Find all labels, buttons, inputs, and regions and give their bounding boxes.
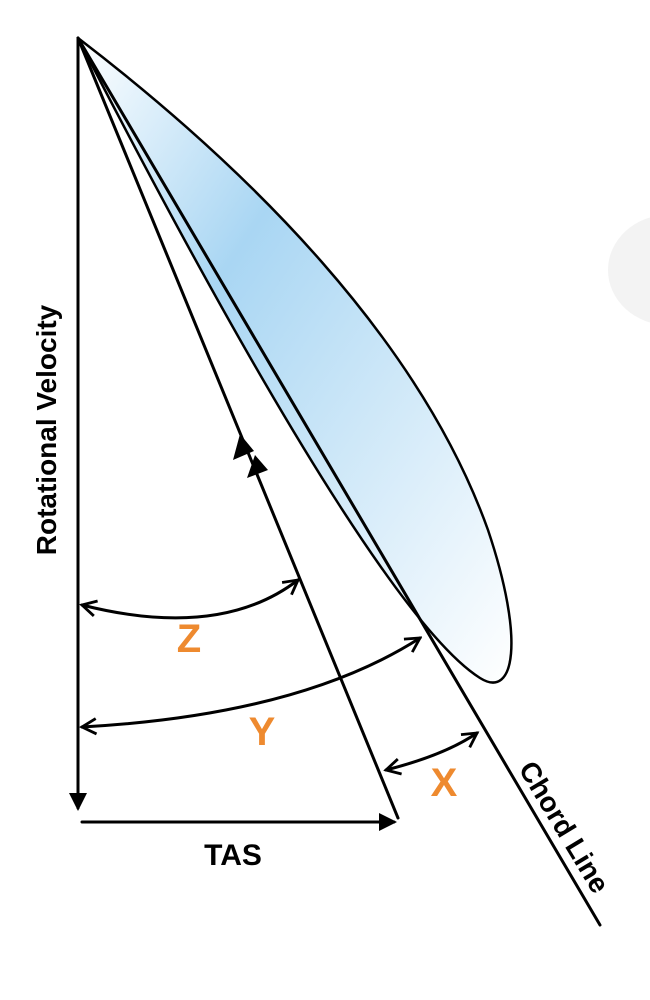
chord-line-label: Chord Line xyxy=(513,756,616,899)
angle-z-label: Z xyxy=(177,617,201,661)
propeller-blade xyxy=(76,37,513,684)
tas-label: TAS xyxy=(204,839,262,872)
relative-airflow-arrowhead-upper xyxy=(233,434,254,460)
angle-z-arc xyxy=(82,580,298,620)
angle-x-arc xyxy=(386,733,477,770)
chord-line xyxy=(76,36,602,927)
angle-y-arc xyxy=(82,638,420,727)
angle-x-label: X xyxy=(431,761,458,805)
rotational-velocity-label: Rotational Velocity xyxy=(31,304,62,555)
background-shade xyxy=(608,217,650,323)
angle-y-label: Y xyxy=(249,710,276,754)
relative-airflow-arrowhead-lower xyxy=(247,455,268,478)
